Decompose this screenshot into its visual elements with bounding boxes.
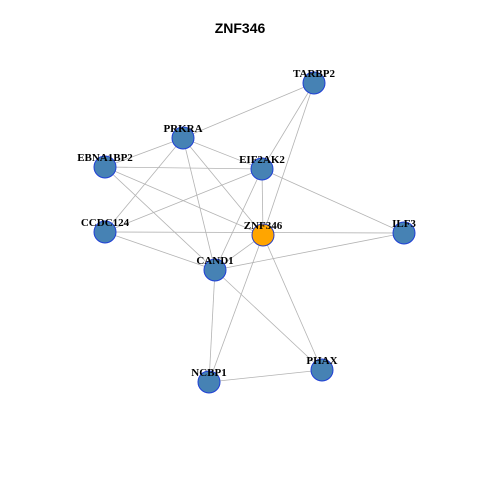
node-circle (251, 223, 275, 247)
edge-znf346-phax (262, 234, 323, 371)
node-circle (203, 258, 227, 282)
node-circle (310, 358, 334, 382)
node-circle (250, 157, 274, 181)
edge-ncbp1-phax (208, 369, 323, 383)
node-tarbp2: TARBP2 (293, 68, 335, 95)
edge-tarbp2-prkra (182, 82, 315, 139)
edge-tarbp2-eif2ak2 (261, 82, 315, 170)
node-label: PHAX (306, 355, 337, 367)
edge-eif2ak2-ccdc124 (104, 168, 263, 233)
node-ccdc124: CCDC124 (81, 217, 130, 244)
node-label: TARBP2 (293, 68, 335, 80)
edge-znf346-ncbp1 (208, 234, 264, 383)
node-circle (392, 221, 416, 245)
node-circle (302, 71, 326, 95)
node-label: EIF2AK2 (239, 154, 285, 166)
node-eif2ak2: EIF2AK2 (239, 154, 285, 181)
edge-tarbp2-znf346 (262, 82, 315, 236)
node-circle (197, 370, 221, 394)
node-ilf3: ILF3 (392, 218, 416, 245)
edge-prkra-ebna1bp2 (104, 137, 184, 168)
node-label: CCDC124 (81, 217, 130, 229)
node-prkra: PRKRA (163, 123, 203, 150)
edge-eif2ak2-ilf3 (261, 168, 405, 234)
node-phax: PHAX (306, 355, 338, 382)
edge-prkra-znf346 (182, 137, 264, 236)
node-znf346: ZNF346 (244, 220, 283, 247)
node-label: ZNF346 (244, 220, 283, 232)
node-ncbp1: NCBP1 (191, 367, 227, 394)
edge-cand1-phax (214, 269, 323, 371)
edge-prkra-cand1 (182, 137, 216, 271)
graph-title: ZNF346 (214, 20, 266, 36)
node-label: NCBP1 (191, 367, 226, 379)
node-label: PRKRA (163, 123, 202, 135)
edge-ccdc124-cand1 (104, 231, 216, 271)
node-circle (171, 126, 195, 150)
edge-ebna1bp2-cand1 (104, 166, 216, 271)
node-label: CAND1 (196, 255, 233, 267)
node-circle (93, 220, 117, 244)
edge-prkra-ccdc124 (104, 137, 184, 233)
edge-ebna1bp2-eif2ak2 (104, 166, 263, 170)
edge-eif2ak2-cand1 (214, 168, 263, 271)
node-ebna1bp2: EBNA1BP2 (77, 152, 133, 179)
node-label: EBNA1BP2 (77, 152, 133, 164)
node-label: ILF3 (392, 218, 416, 230)
edge-cand1-ilf3 (214, 232, 405, 271)
node-circle (93, 155, 117, 179)
edge-cand1-ncbp1 (208, 269, 216, 383)
node-cand1: CAND1 (196, 255, 234, 282)
edge-prkra-eif2ak2 (182, 137, 263, 170)
